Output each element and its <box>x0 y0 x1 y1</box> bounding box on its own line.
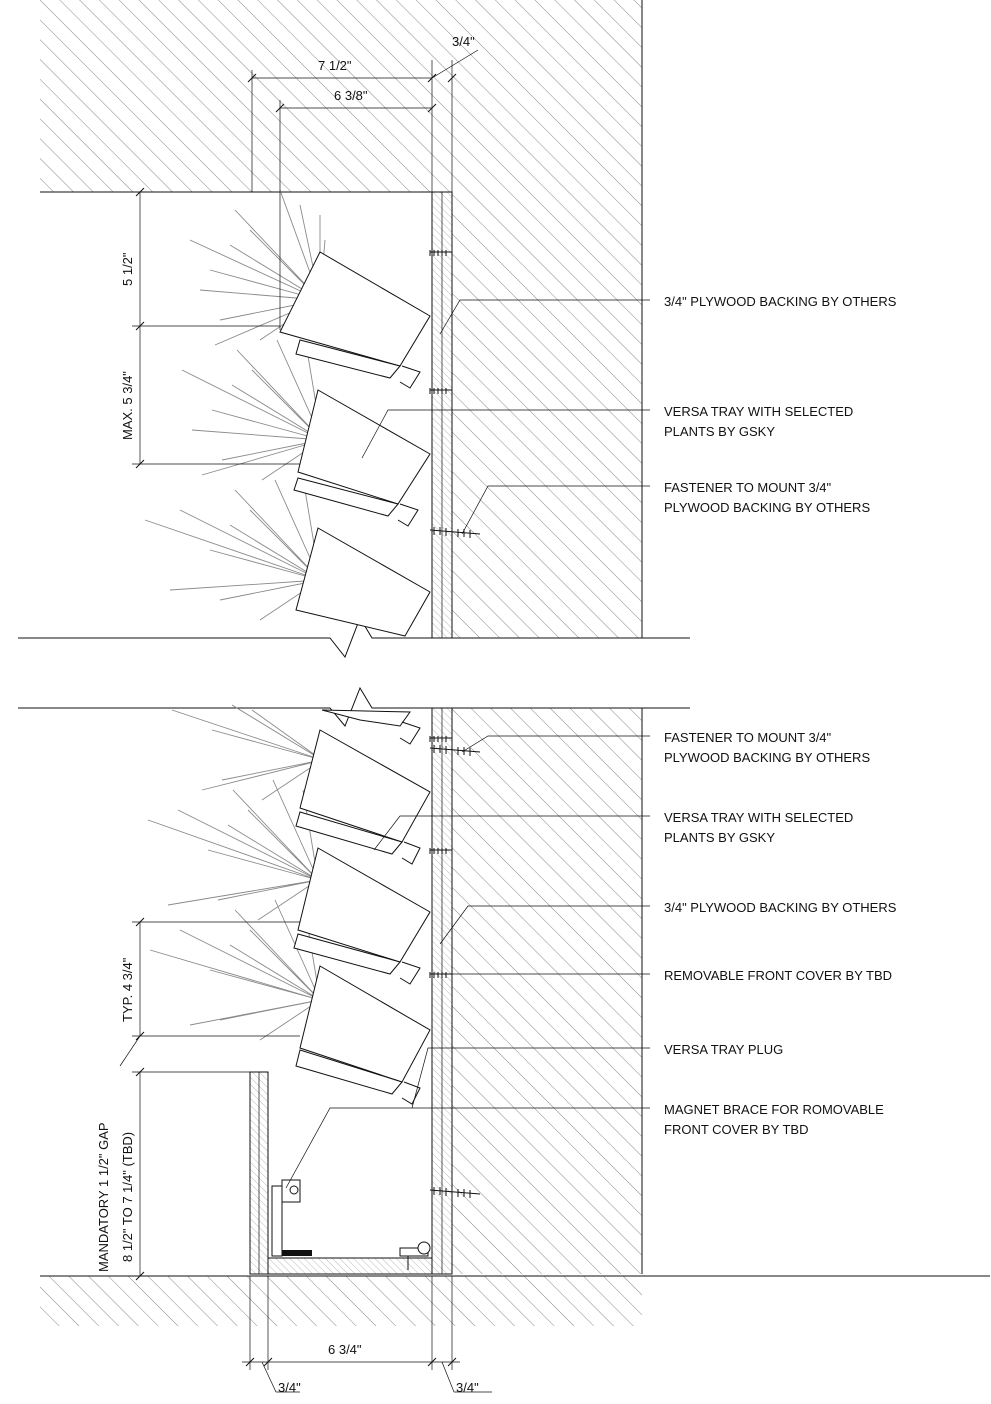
versa-tray <box>295 965 431 1105</box>
bracket-icon <box>399 1241 431 1270</box>
dim-bottom-left-cover: 3/4" <box>278 1380 301 1395</box>
callout-top-plywood: 3/4" PLYWOOD BACKING BY OTHERS <box>664 294 897 309</box>
dim-bottom-right-backing: 3/4" <box>456 1380 479 1395</box>
callout-bot-fastener-l2: PLYWOOD BACKING BY OTHERS <box>664 750 870 765</box>
dim-top-clearance: 5 1/2" <box>120 252 135 286</box>
plants-upper <box>144 189 326 621</box>
callout-tray-plug: VERSA TRAY PLUG <box>664 1042 783 1057</box>
versa-tray <box>279 251 431 389</box>
plants-lower <box>147 704 323 1041</box>
dim-tray-spacing-typ: TYP. 4 3/4" <box>120 957 135 1022</box>
callout-top-fastener-l1: FASTENER TO MOUNT 3/4" <box>664 480 832 495</box>
removable-front-cover <box>249 1071 269 1275</box>
dim-top-overall-width: 7 1/2" <box>318 58 352 73</box>
callout-front-cover: REMOVABLE FRONT COVER BY TBD <box>664 968 892 983</box>
callout-magnet-l2: FRONT COVER BY TBD <box>664 1122 808 1137</box>
callout-bot-tray-l1: VERSA TRAY WITH SELECTED <box>664 810 853 825</box>
versa-tray <box>295 729 431 865</box>
floor-slab <box>40 1275 990 1326</box>
versa-tray <box>293 389 431 527</box>
ceiling-slab <box>40 0 642 193</box>
wall-lower <box>452 708 643 1274</box>
dimension-lines <box>119 49 492 1393</box>
callout-magnet-l1: MAGNET BRACE FOR ROMOVABLE <box>664 1102 884 1117</box>
plywood-backing-upper <box>431 191 453 639</box>
screw-icon <box>429 848 452 854</box>
leader-lines <box>285 299 650 1189</box>
callout-top-fastener-l2: PLYWOOD BACKING BY OTHERS <box>664 500 870 515</box>
break-line-upper <box>18 616 690 658</box>
fastener-icon <box>429 1187 481 1198</box>
fastener-icon <box>429 527 481 538</box>
callout-bot-plywood: 3/4" PLYWOOD BACKING BY OTHERS <box>664 900 897 915</box>
callout-bot-fastener-l1: FASTENER TO MOUNT 3/4" <box>664 730 832 745</box>
callout-top-tray-l1: VERSA TRAY WITH SELECTED <box>664 404 853 419</box>
break-line-lower <box>18 686 690 727</box>
dim-bottom-inner-width: 6 3/4" <box>328 1342 362 1357</box>
magnet-brace-icon <box>271 1179 312 1257</box>
base-plate <box>267 1257 433 1275</box>
versa-tray <box>295 527 431 637</box>
screw-icon <box>429 388 452 394</box>
dim-top-backing: 3/4" <box>452 34 475 49</box>
plywood-backing-lower <box>431 707 453 1275</box>
screw-icon <box>429 250 452 256</box>
callout-top-tray-l2: PLANTS BY GSKY <box>664 424 775 439</box>
dim-gap-line1: MANDATORY 1 1/2" GAP <box>96 1122 111 1272</box>
callout-bot-tray-l2: PLANTS BY GSKY <box>664 830 775 845</box>
dim-gap-line2: 8 1/2" TO 7 1/4" (TBD) <box>120 1132 135 1262</box>
dim-tray-spacing-max: MAX. 5 3/4" <box>120 371 135 440</box>
screw-icon <box>429 736 452 742</box>
dim-top-inner-width: 6 3/8" <box>334 88 368 103</box>
versa-tray <box>321 709 421 745</box>
versa-tray <box>293 847 431 985</box>
wall-upper <box>452 0 643 638</box>
